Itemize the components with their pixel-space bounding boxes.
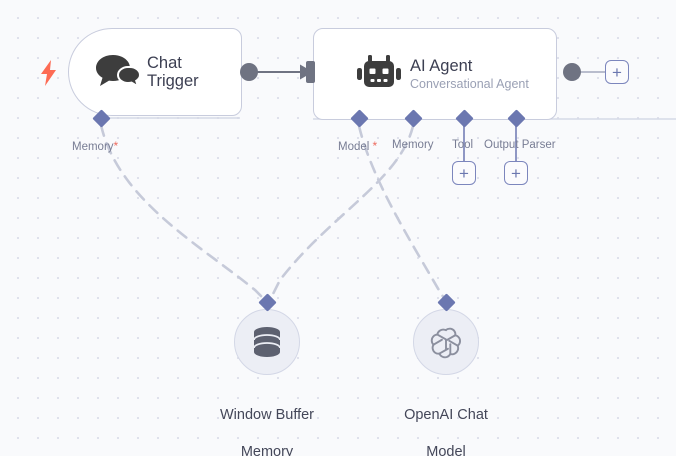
input-port-ai-agent[interactable]	[306, 61, 315, 83]
openai-logo-icon	[428, 324, 464, 360]
edge-chat-trigger-to-ai-agent	[249, 64, 313, 80]
required-marker: *	[113, 139, 119, 153]
label-line-1: Window Buffer	[219, 406, 315, 423]
node-ai-agent[interactable]: AI Agent Conversational Agent	[313, 28, 557, 120]
port-label-ai-agent-output-parser: Output Parser	[484, 139, 556, 151]
add-next-node-button[interactable]: +	[605, 60, 629, 84]
port-label-text: Model	[338, 141, 370, 153]
label-line-1: OpenAI Chat	[404, 406, 488, 423]
label-window-buffer-memory: Window Buffer Memory	[187, 387, 347, 456]
node-chat-trigger-text: Chat Trigger	[147, 54, 199, 91]
node-openai-chat-model[interactable]	[413, 309, 479, 375]
edge-trigger-memory-to-window-buffer	[99, 123, 268, 303]
robot-icon	[348, 54, 410, 94]
node-ai-agent-text: AI Agent Conversational Agent	[410, 57, 529, 90]
label-line-2: Model	[426, 443, 466, 456]
node-ai-agent-title: AI Agent	[410, 57, 473, 76]
port-label-ai-agent-model: Model *	[338, 139, 377, 153]
label-openai-chat-model: OpenAI Chat Model	[366, 387, 526, 456]
database-icon	[252, 326, 282, 358]
add-output-parser-button[interactable]: +	[504, 161, 528, 185]
node-window-buffer-memory[interactable]	[234, 309, 300, 375]
node-chat-trigger-title-line2: Trigger	[147, 72, 199, 90]
lightning-bolt-icon	[40, 60, 58, 91]
port-label-ai-agent-memory: Memory	[392, 139, 434, 151]
required-marker: *	[372, 139, 378, 153]
port-label-text: Memory	[72, 141, 114, 153]
add-tool-button[interactable]: +	[452, 161, 476, 185]
label-line-2: Memory	[240, 443, 294, 456]
node-chat-trigger-title-line1: Chat	[147, 53, 182, 72]
output-port-chat-trigger[interactable]	[240, 63, 258, 81]
port-label-ai-agent-tool: Tool	[452, 139, 474, 151]
output-port-ai-agent[interactable]	[563, 63, 581, 81]
chat-bubbles-icon	[91, 53, 147, 91]
node-chat-trigger[interactable]: Chat Trigger	[68, 28, 242, 116]
node-ai-agent-subtitle: Conversational Agent	[410, 76, 529, 91]
port-label-chat-trigger-memory: Memory*	[72, 139, 118, 153]
